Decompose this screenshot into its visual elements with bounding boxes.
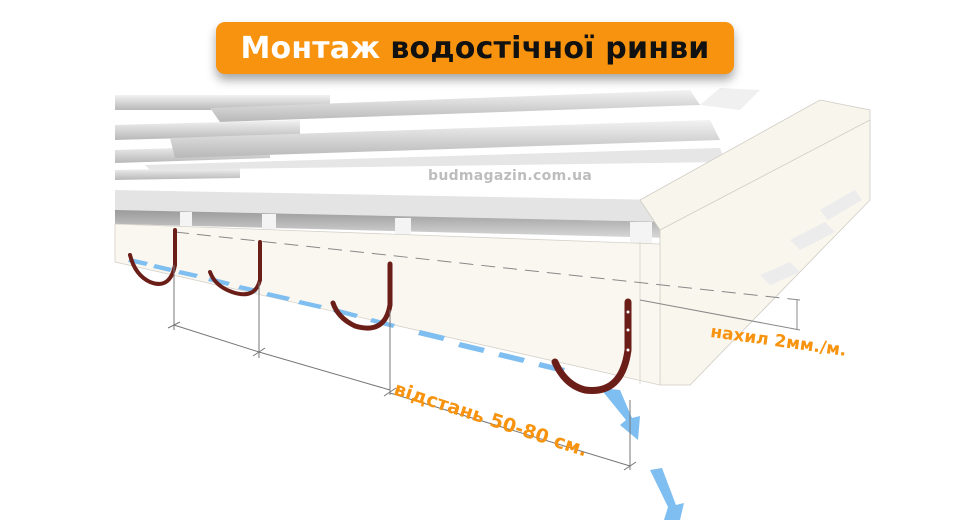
title-part-2: водостічної ринви [390,30,710,66]
gutter-bracket-icon [330,261,393,331]
title-part-1: Монтаж [240,30,381,66]
eave-rafters [115,190,670,244]
water-flow-arrow-icon [600,388,640,440]
page-title: Монтаж водостічної ринви [216,22,734,74]
gutter-bracket-icon [128,228,177,286]
slope-reference-lines [174,231,801,331]
gutter-bracket-icon [551,298,632,394]
roof-side-edge [639,99,871,386]
gutter-brackets [128,228,632,394]
dimension-line-icon [167,265,637,471]
water-flow-arrow-icon [650,468,684,520]
gutter-bracket-icon [208,240,262,297]
watermark-text: budmagazin.com.ua [428,168,593,184]
roof-battens [115,88,760,180]
water-flow [128,258,684,520]
